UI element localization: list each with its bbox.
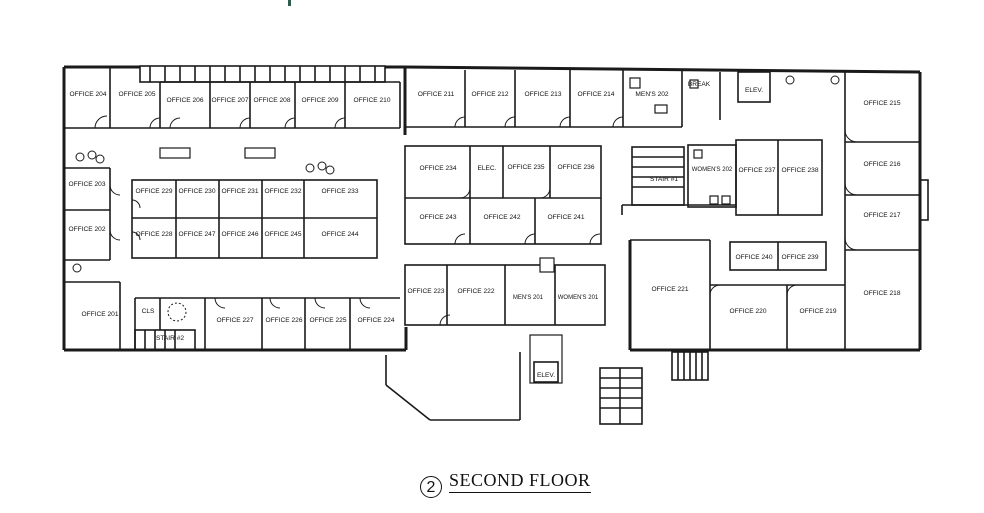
label-office-246: OFFICE 246 [221, 231, 258, 238]
label-mens-202: MEN'S 202 [635, 91, 668, 98]
label-office-225: OFFICE 225 [309, 317, 346, 324]
label-office-230: OFFICE 230 [178, 188, 215, 195]
label-office-221: OFFICE 221 [651, 286, 688, 293]
label-office-217: OFFICE 217 [863, 212, 900, 219]
label-office-223: OFFICE 223 [407, 288, 444, 295]
label-office-215: OFFICE 215 [863, 100, 900, 107]
label-office-212: OFFICE 212 [471, 91, 508, 98]
label-elev-bottom: ELEV. [537, 372, 555, 379]
label-office-204: OFFICE 204 [69, 91, 106, 98]
label-office-216: OFFICE 216 [863, 161, 900, 168]
label-office-244: OFFICE 244 [321, 231, 358, 238]
label-stair-1: STAIR #1 [650, 176, 678, 183]
label-office-209: OFFICE 209 [301, 97, 338, 104]
label-office-228: OFFICE 228 [135, 231, 172, 238]
label-office-205: OFFICE 205 [118, 91, 155, 98]
label-office-201: OFFICE 201 [81, 311, 118, 318]
label-elev-top: ELEV. [745, 87, 763, 94]
label-office-203: OFFICE 203 [68, 181, 105, 188]
label-office-236: OFFICE 236 [557, 164, 594, 171]
label-office-232: OFFICE 232 [264, 188, 301, 195]
label-office-233: OFFICE 233 [321, 188, 358, 195]
label-office-240: OFFICE 240 [735, 254, 772, 261]
label-womens-201: WOMEN'S 201 [558, 295, 599, 301]
center-bottom-walls [404, 257, 606, 384]
bottom-left-walls [134, 297, 400, 351]
exterior-walls [62, 65, 922, 421]
label-office-247: OFFICE 247 [178, 231, 215, 238]
left-column-walls [64, 167, 121, 350]
label-office-213: OFFICE 213 [524, 91, 561, 98]
south-stair-walls [599, 367, 643, 425]
label-office-239: OFFICE 239 [781, 254, 818, 261]
label-cls: CLS [142, 308, 155, 315]
label-office-242: OFFICE 242 [483, 214, 520, 221]
floor-number-badge: 2 [420, 476, 442, 498]
top-tick-mark [288, 0, 291, 6]
label-office-222: OFFICE 222 [457, 288, 494, 295]
label-office-243: OFFICE 243 [419, 214, 456, 221]
label-office-202: OFFICE 202 [68, 226, 105, 233]
label-office-211: OFFICE 211 [418, 91, 455, 98]
label-office-218: OFFICE 218 [863, 290, 900, 297]
right-bottom-walls [630, 239, 845, 381]
label-office-214: OFFICE 214 [577, 91, 614, 98]
label-office-241: OFFICE 241 [547, 214, 584, 221]
label-office-207: OFFICE 207 [211, 97, 248, 104]
room-labels: OFFICE 204 OFFICE 205 OFFICE 206 OFFICE … [68, 81, 900, 379]
label-office-245: OFFICE 245 [264, 231, 301, 238]
stair1-walls [621, 139, 823, 216]
right-column-walls [844, 72, 929, 350]
label-womens-202: WOMEN'S 202 [692, 167, 733, 173]
label-office-234: OFFICE 234 [419, 165, 456, 172]
furniture [72, 75, 840, 273]
label-office-206: OFFICE 206 [166, 97, 203, 104]
center-block-walls [404, 145, 602, 245]
label-office-235: OFFICE 235 [507, 164, 544, 171]
top-middle-walls [405, 70, 771, 128]
label-mens-201: MEN'S 201 [513, 295, 544, 301]
label-office-208: OFFICE 208 [253, 97, 290, 104]
label-office-237: OFFICE 237 [738, 167, 775, 174]
label-elec: ELEC. [477, 165, 496, 172]
label-office-224: OFFICE 224 [357, 317, 394, 324]
label-office-210: OFFICE 210 [353, 97, 390, 104]
label-office-220: OFFICE 220 [729, 308, 766, 315]
label-office-219: OFFICE 219 [799, 308, 836, 315]
label-office-238: OFFICE 238 [781, 167, 818, 174]
central-left-blocks [131, 179, 378, 259]
label-office-231: OFFICE 231 [221, 188, 258, 195]
window-band [139, 65, 386, 83]
top-left-office-walls [64, 67, 401, 129]
label-office-229: OFFICE 229 [135, 188, 172, 195]
label-break: BREAK [688, 81, 711, 88]
floor-title: SECOND FLOOR [449, 470, 591, 493]
label-stair-2: STAIR #2 [156, 335, 184, 342]
label-office-227: OFFICE 227 [216, 317, 253, 324]
label-office-226: OFFICE 226 [265, 317, 302, 324]
